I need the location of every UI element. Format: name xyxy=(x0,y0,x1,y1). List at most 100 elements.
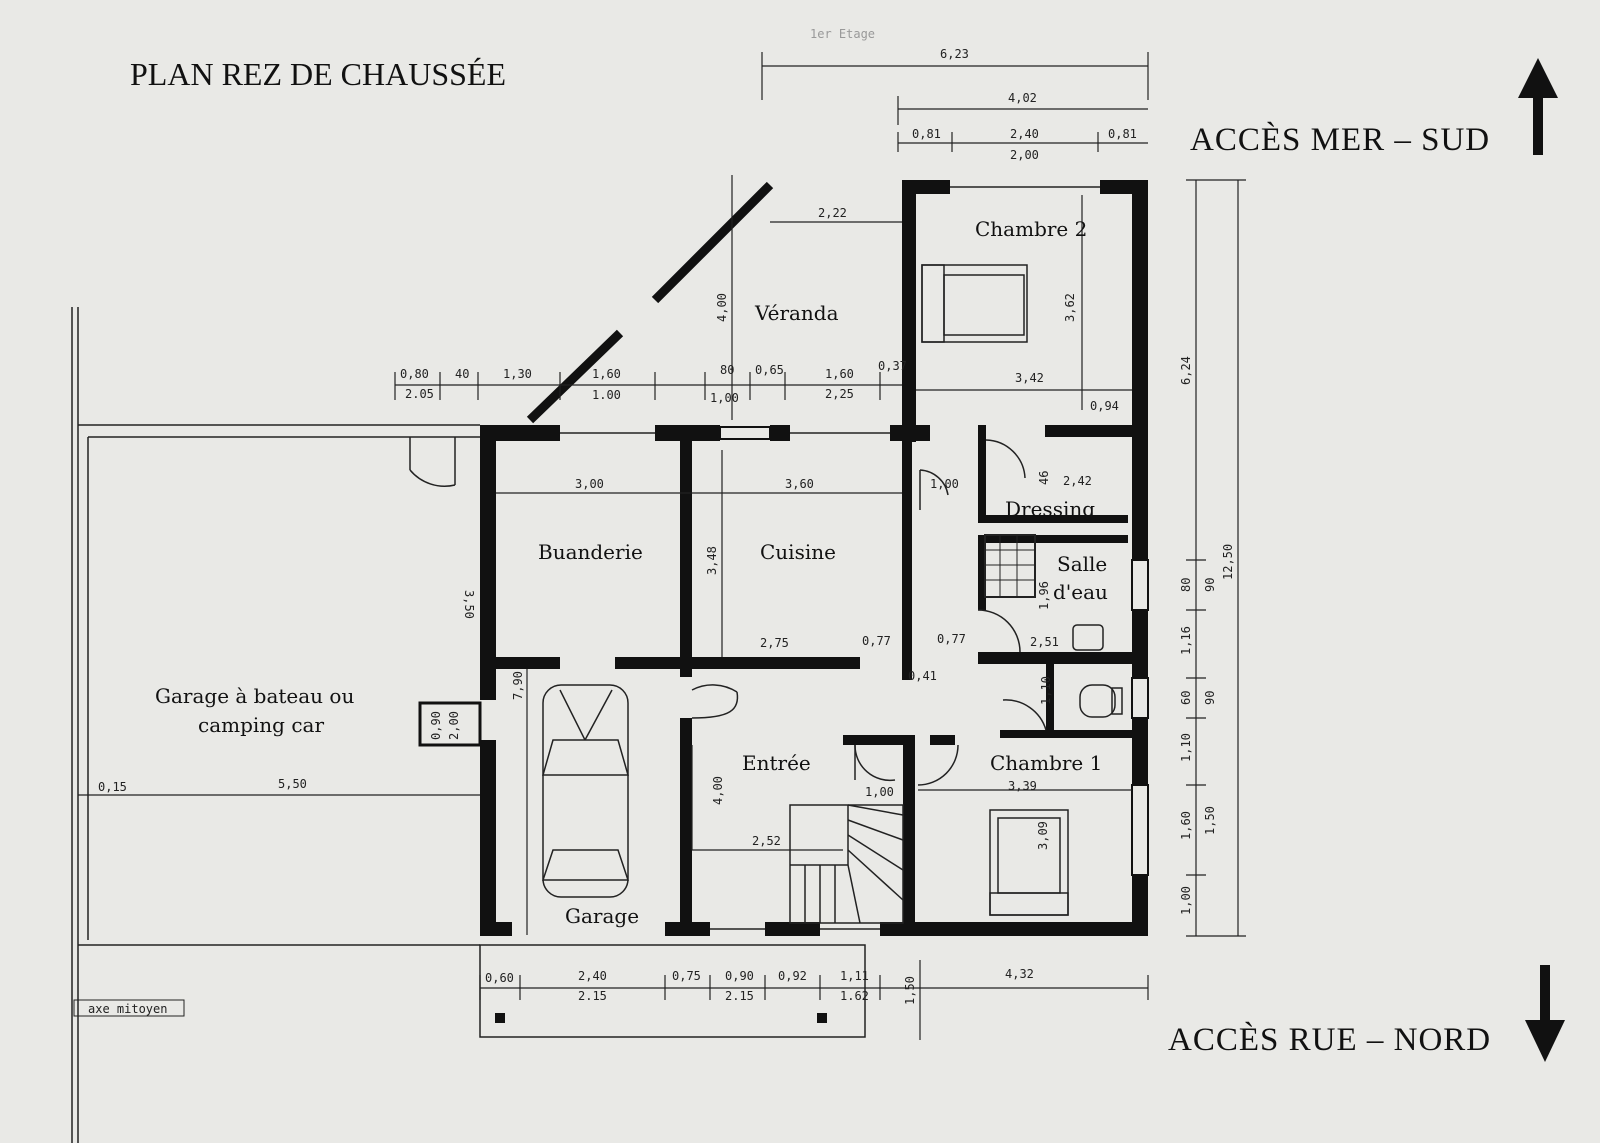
boundary-lines: axe mitoyen xyxy=(71,307,480,1143)
dim-label: 0,92 xyxy=(778,969,807,983)
dim-label: 0,80 xyxy=(400,367,429,381)
dim-label: 2,42 xyxy=(1063,474,1092,488)
dim-label: 0,94 xyxy=(1090,399,1119,413)
sink-icon xyxy=(1072,624,1104,651)
dim-label: 2,00 xyxy=(1010,148,1039,162)
dim-label: 1,60 xyxy=(1179,811,1193,840)
dim-label: 1,16 xyxy=(1179,626,1193,655)
dim-label: 0,65 xyxy=(755,363,784,377)
dim-label: 6,23 xyxy=(940,47,969,61)
staircase xyxy=(789,804,904,924)
room-chambre-2: Chambre 2 xyxy=(975,217,1087,241)
dim-label: 60 xyxy=(1179,691,1193,705)
boat-garage-door xyxy=(409,437,456,487)
dim-label: 0,60 xyxy=(485,971,514,985)
dim-label: 2.15 xyxy=(578,989,607,1003)
dim-label: 2,40 xyxy=(1010,127,1039,141)
dim-label: 2.15 xyxy=(725,989,754,1003)
dim-label: 2,00 xyxy=(447,711,461,740)
dim-label: 1,50 xyxy=(903,976,917,1005)
room-buanderie: Buanderie xyxy=(538,540,643,564)
dim-label: 1,00 xyxy=(710,391,739,405)
porch xyxy=(479,944,866,1038)
toilet-icon xyxy=(1079,684,1123,718)
dim-label: 4,00 xyxy=(715,293,729,322)
dim-label: 5,50 xyxy=(278,777,307,791)
dimension-labels: 6,23 4,02 0,81 2,40 0,81 2,00 2,22 4,00 … xyxy=(98,47,1235,1005)
room-chambre-1: Chambre 1 xyxy=(990,751,1102,775)
dim-label: 2,51 xyxy=(1030,635,1059,649)
car-icon xyxy=(541,684,630,898)
etage-label: 1er Etage xyxy=(810,27,875,41)
access-south-label: ACCÈS MER – SUD xyxy=(1190,121,1490,158)
bed-icon xyxy=(989,809,1069,916)
room-salle: Salle xyxy=(1057,552,1107,576)
door-swings xyxy=(691,439,1047,786)
dim-label: 2,25 xyxy=(825,387,854,401)
dim-label: 2,52 xyxy=(752,834,781,848)
dim-label: 4,32 xyxy=(1005,967,1034,981)
plan-title: PLAN REZ DE CHAUSSÉE xyxy=(130,56,506,92)
dim-label: 90 xyxy=(1203,578,1217,592)
dim-label: 3,62 xyxy=(1063,293,1077,322)
room-cuisine: Cuisine xyxy=(760,540,836,564)
dim-label: 0,15 xyxy=(98,780,127,794)
room-garage-boat-line1: Garage à bateau ou xyxy=(155,684,354,708)
dim-label: 2,40 xyxy=(578,969,607,983)
dim-label: 6,24 xyxy=(1179,356,1193,385)
dim-label: 3,48 xyxy=(705,546,719,575)
windows xyxy=(560,186,1149,930)
dim-label: 80 xyxy=(720,363,734,377)
arrow-up-icon xyxy=(1518,58,1558,155)
dim-label: 1,60 xyxy=(825,367,854,381)
room-deau: d'eau xyxy=(1053,580,1108,604)
dim-label: 4,00 xyxy=(711,776,725,805)
dim-label: 1,00 xyxy=(1179,886,1193,915)
dim-label: 0,75 xyxy=(672,969,701,983)
dim-label: 3,60 xyxy=(785,477,814,491)
dim-label: 1,11 xyxy=(840,969,869,983)
dim-label: 1,96 xyxy=(1037,581,1051,610)
dim-label: 2,75 xyxy=(760,636,789,650)
dim-label: 0,77 xyxy=(862,634,891,648)
dimension-lines xyxy=(78,52,1246,1040)
dim-label: 40 xyxy=(455,367,469,381)
dim-label: 1.62 xyxy=(840,989,869,1003)
dim-label: 7,90 xyxy=(511,671,525,700)
dim-label: 90 xyxy=(1203,691,1217,705)
dim-label: 2,22 xyxy=(818,206,847,220)
room-garage: Garage xyxy=(565,904,639,928)
dim-label: 1,50 xyxy=(1203,806,1217,835)
dim-label: 1,00 xyxy=(865,785,894,799)
dim-label: 4,02 xyxy=(1008,91,1037,105)
room-dressing: Dressing xyxy=(1005,497,1095,521)
dim-label: 0,77 xyxy=(937,632,966,646)
dim-label: 0,37 xyxy=(878,359,907,373)
dim-label: 3,50 xyxy=(462,590,476,619)
arrow-down-icon xyxy=(1525,965,1565,1062)
dim-label: 3,09 xyxy=(1036,821,1050,850)
dim-label: 1,60 xyxy=(592,367,621,381)
dim-label: 1,30 xyxy=(503,367,532,381)
dim-label: 0,81 xyxy=(1108,127,1137,141)
dim-label: 0,81 xyxy=(912,127,941,141)
room-veranda: Véranda xyxy=(754,301,839,325)
axe-mitoyen-label: axe mitoyen xyxy=(88,1002,167,1016)
room-garage-boat-line2: camping car xyxy=(198,713,324,737)
dim-label: 12,50 xyxy=(1221,544,1235,580)
dim-label: 0,90 xyxy=(725,969,754,983)
bed-icon xyxy=(921,264,1028,343)
dim-label: 80 xyxy=(1179,578,1193,592)
room-entree: Entrée xyxy=(742,751,811,775)
access-north-label: ACCÈS RUE – NORD xyxy=(1168,1021,1491,1058)
dim-label: 3,00 xyxy=(575,477,604,491)
dim-label: 1.00 xyxy=(592,388,621,402)
dim-label: 1,10 xyxy=(1039,676,1053,705)
dim-label: 0,41 xyxy=(908,669,937,683)
dim-label: 1,10 xyxy=(1179,733,1193,762)
walls xyxy=(418,180,1148,936)
shower-icon xyxy=(984,534,1036,598)
dim-label: 3,42 xyxy=(1015,371,1044,385)
dim-label: 0,90 xyxy=(429,711,443,740)
